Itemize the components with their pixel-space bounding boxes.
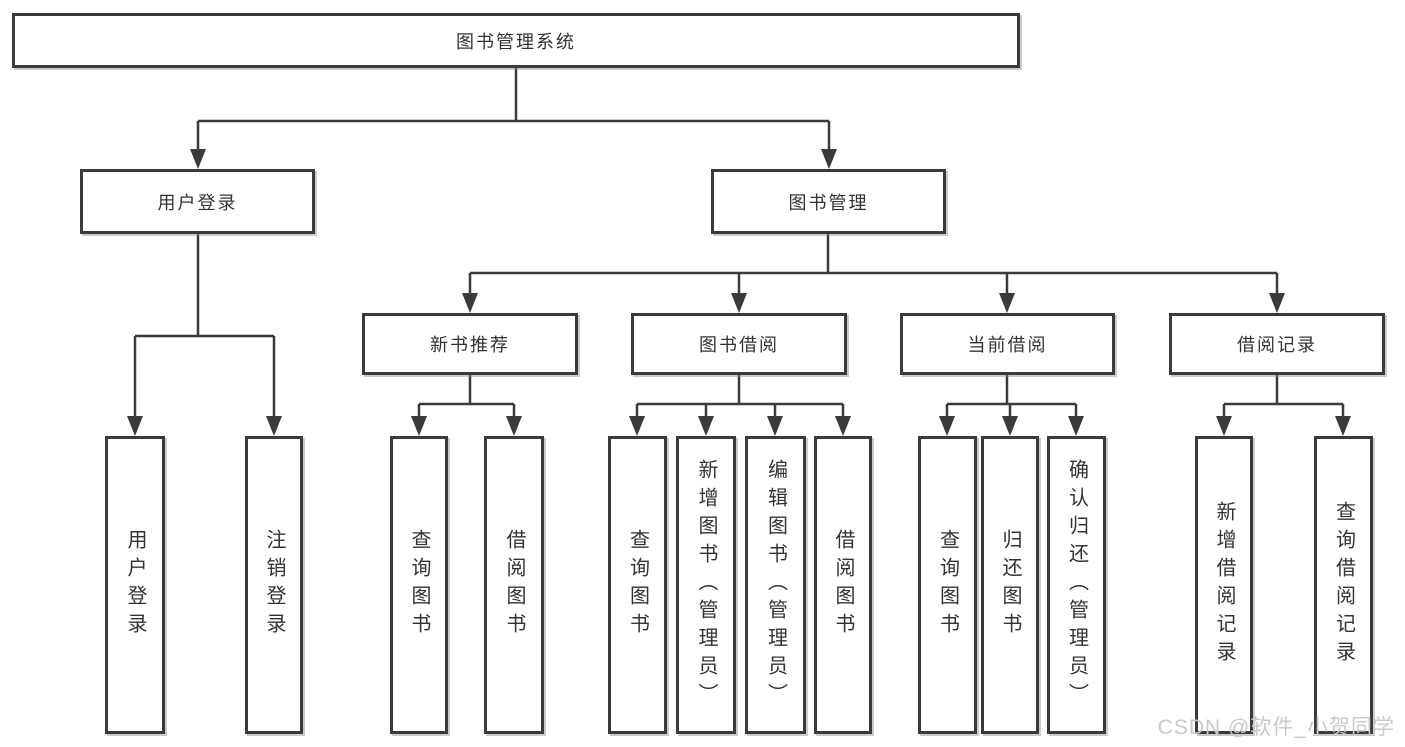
connector-borrow-records-to-leaves bbox=[1216, 375, 1351, 436]
node-book-management: 图书管理 bbox=[711, 169, 946, 234]
node-leaf-return-book-label: 归还图书 bbox=[999, 529, 1021, 641]
node-leaf-query-book-borrow: 查询图书 bbox=[608, 436, 667, 734]
node-root: 图书管理系统 bbox=[12, 13, 1020, 68]
node-borrow-records-label: 借阅记录 bbox=[1237, 335, 1317, 355]
node-leaf-logout: 注销登录 bbox=[245, 436, 303, 734]
node-leaf-borrow-book: 借阅图书 bbox=[814, 436, 872, 734]
node-user-login-label: 用户登录 bbox=[157, 192, 238, 213]
node-current-borrow-label: 当前借阅 bbox=[967, 335, 1048, 355]
connector-root-to-level2 bbox=[190, 68, 837, 169]
node-leaf-add-book-admin: 新增图书（管理员） bbox=[676, 436, 736, 734]
node-borrow-records: 借阅记录 bbox=[1169, 313, 1385, 375]
node-leaf-edit-book-admin: 编辑图书（管理员） bbox=[745, 436, 806, 734]
node-leaf-logout-label: 注销登录 bbox=[263, 529, 285, 641]
node-leaf-add-borrow-record-label: 新增借阅记录 bbox=[1213, 501, 1235, 669]
node-leaf-user-login: 用户登录 bbox=[105, 436, 165, 734]
node-leaf-query-book-current: 查询图书 bbox=[918, 436, 977, 734]
node-leaf-query-borrow-record: 查询借阅记录 bbox=[1314, 436, 1373, 734]
connector-current-borrow-to-leaves bbox=[939, 375, 1084, 436]
node-book-borrow-label: 图书借阅 bbox=[699, 335, 779, 355]
connector-new-book-recommend-to-leaves bbox=[411, 375, 522, 436]
node-leaf-query-book-current-label: 查询图书 bbox=[936, 529, 959, 641]
node-leaf-query-book-recommend: 查询图书 bbox=[390, 436, 448, 734]
node-root-label: 图书管理系统 bbox=[456, 31, 576, 52]
node-book-management-label: 图书管理 bbox=[788, 192, 869, 213]
node-leaf-query-book-borrow-label: 查询图书 bbox=[626, 529, 649, 641]
node-leaf-edit-book-admin-label: 编辑图书（管理员） bbox=[764, 459, 787, 711]
node-leaf-add-book-admin-label: 新增图书（管理员） bbox=[695, 459, 717, 711]
node-new-book-recommend: 新书推荐 bbox=[362, 313, 578, 375]
node-leaf-confirm-return-admin-label: 确认归还（管理员） bbox=[1065, 459, 1088, 711]
node-current-borrow: 当前借阅 bbox=[900, 313, 1115, 375]
node-leaf-borrow-book-recommend: 借阅图书 bbox=[484, 436, 544, 734]
connector-user-login-to-leaves bbox=[127, 233, 282, 436]
node-leaf-return-book: 归还图书 bbox=[981, 436, 1039, 734]
node-new-book-recommend-label: 新书推荐 bbox=[430, 335, 510, 355]
connector-book-management-to-level3 bbox=[462, 233, 1285, 313]
node-leaf-add-borrow-record: 新增借阅记录 bbox=[1195, 436, 1253, 734]
node-leaf-confirm-return-admin: 确认归还（管理员） bbox=[1047, 436, 1106, 734]
node-leaf-borrow-book-recommend-label: 借阅图书 bbox=[503, 529, 525, 641]
node-leaf-borrow-book-label: 借阅图书 bbox=[832, 529, 854, 641]
node-leaf-query-borrow-record-label: 查询借阅记录 bbox=[1332, 501, 1355, 669]
connector-book-borrow-to-leaves bbox=[629, 375, 851, 436]
node-book-borrow: 图书借阅 bbox=[631, 313, 847, 375]
node-leaf-query-book-recommend-label: 查询图书 bbox=[408, 529, 430, 641]
node-leaf-user-login-label: 用户登录 bbox=[124, 529, 146, 641]
node-user-login: 用户登录 bbox=[80, 169, 315, 234]
